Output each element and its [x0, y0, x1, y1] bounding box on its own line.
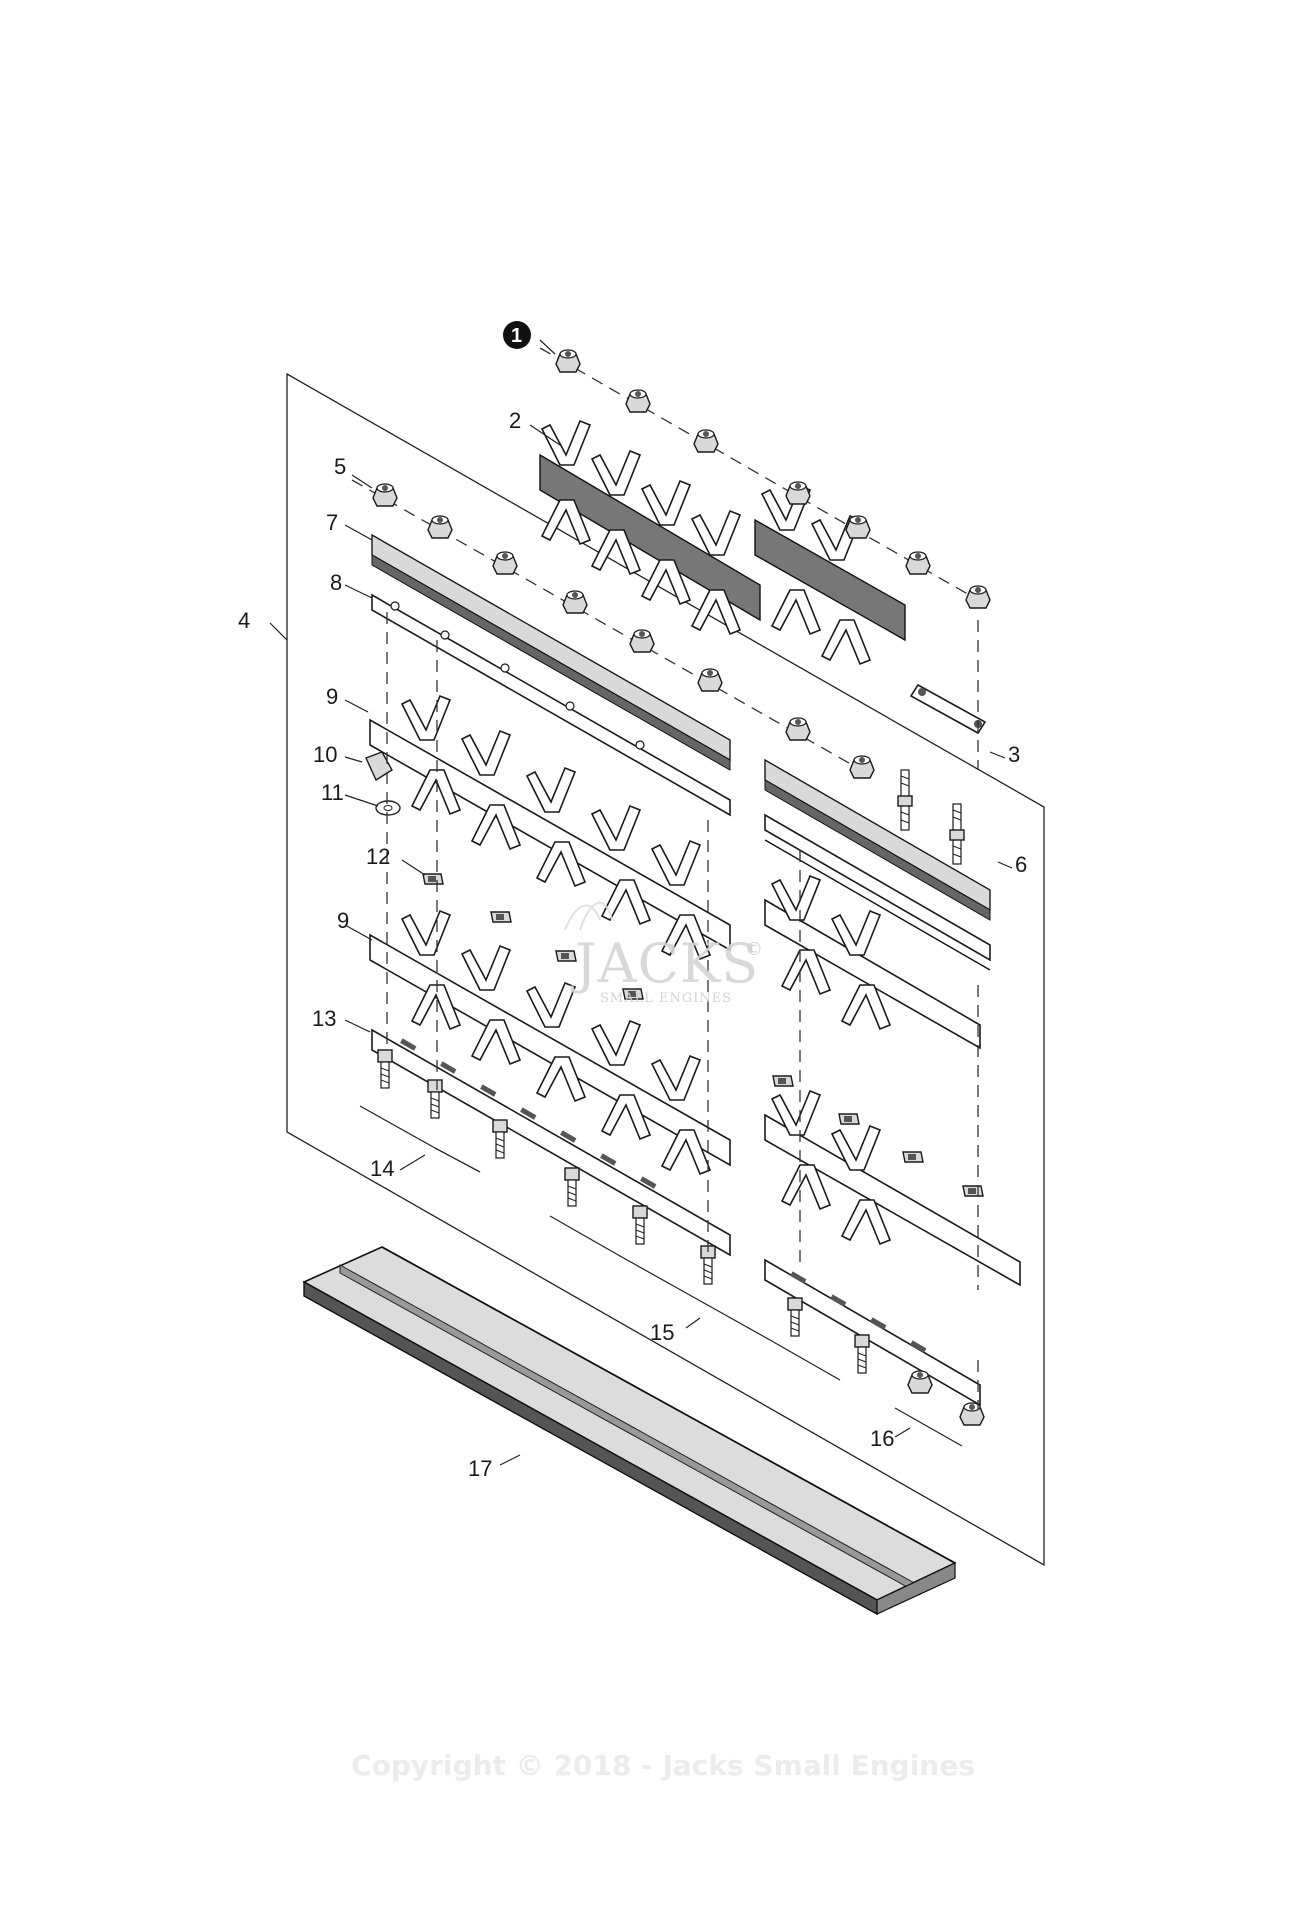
- callout-2: 2: [509, 408, 521, 433]
- callout-14: 14: [370, 1156, 394, 1181]
- guide-rail: [371, 533, 991, 971]
- callout-8: 8: [330, 570, 342, 595]
- callout-9-upper: 9: [326, 684, 338, 709]
- callout-badge: [503, 321, 531, 349]
- callout-12: 12: [366, 844, 390, 869]
- callout-6: 6: [1015, 852, 1027, 877]
- upper-guide-part: [539, 420, 906, 665]
- callout-16: 16: [870, 1426, 894, 1451]
- guard-bar: [302, 1246, 957, 1616]
- callout-7: 7: [326, 510, 338, 535]
- callout-10: 10: [313, 742, 337, 767]
- watermark-brand: JACKS: [570, 932, 759, 995]
- callout-1: 1: [511, 325, 522, 347]
- callout-5: 5: [334, 454, 346, 479]
- link-plate: [909, 683, 987, 735]
- callout-17: 17: [468, 1456, 492, 1481]
- blade-stopper: [365, 751, 393, 782]
- slotted-bar: [371, 1028, 981, 1407]
- callout-13: 13: [312, 1006, 336, 1031]
- callout-9-lower: 9: [337, 908, 349, 933]
- watermark: JACKS © SMALL ENGINES: [564, 901, 763, 1006]
- upper-blade: [369, 695, 981, 1050]
- watermark-mark: ©: [745, 939, 763, 960]
- lower-blade: [369, 910, 1021, 1287]
- callout-15: 15: [650, 1320, 674, 1345]
- callout-4: 4: [238, 608, 250, 633]
- assembly-outline: [286, 372, 1045, 1567]
- callout-3: 3: [1008, 742, 1020, 767]
- washer: [375, 800, 401, 816]
- watermark-tagline: SMALL ENGINES: [600, 991, 732, 1006]
- callout-11: 11: [321, 780, 344, 805]
- copyright-notice: Copyright © 2018 - Jacks Small Engines: [351, 1749, 975, 1782]
- spacer-plate: [371, 593, 991, 962]
